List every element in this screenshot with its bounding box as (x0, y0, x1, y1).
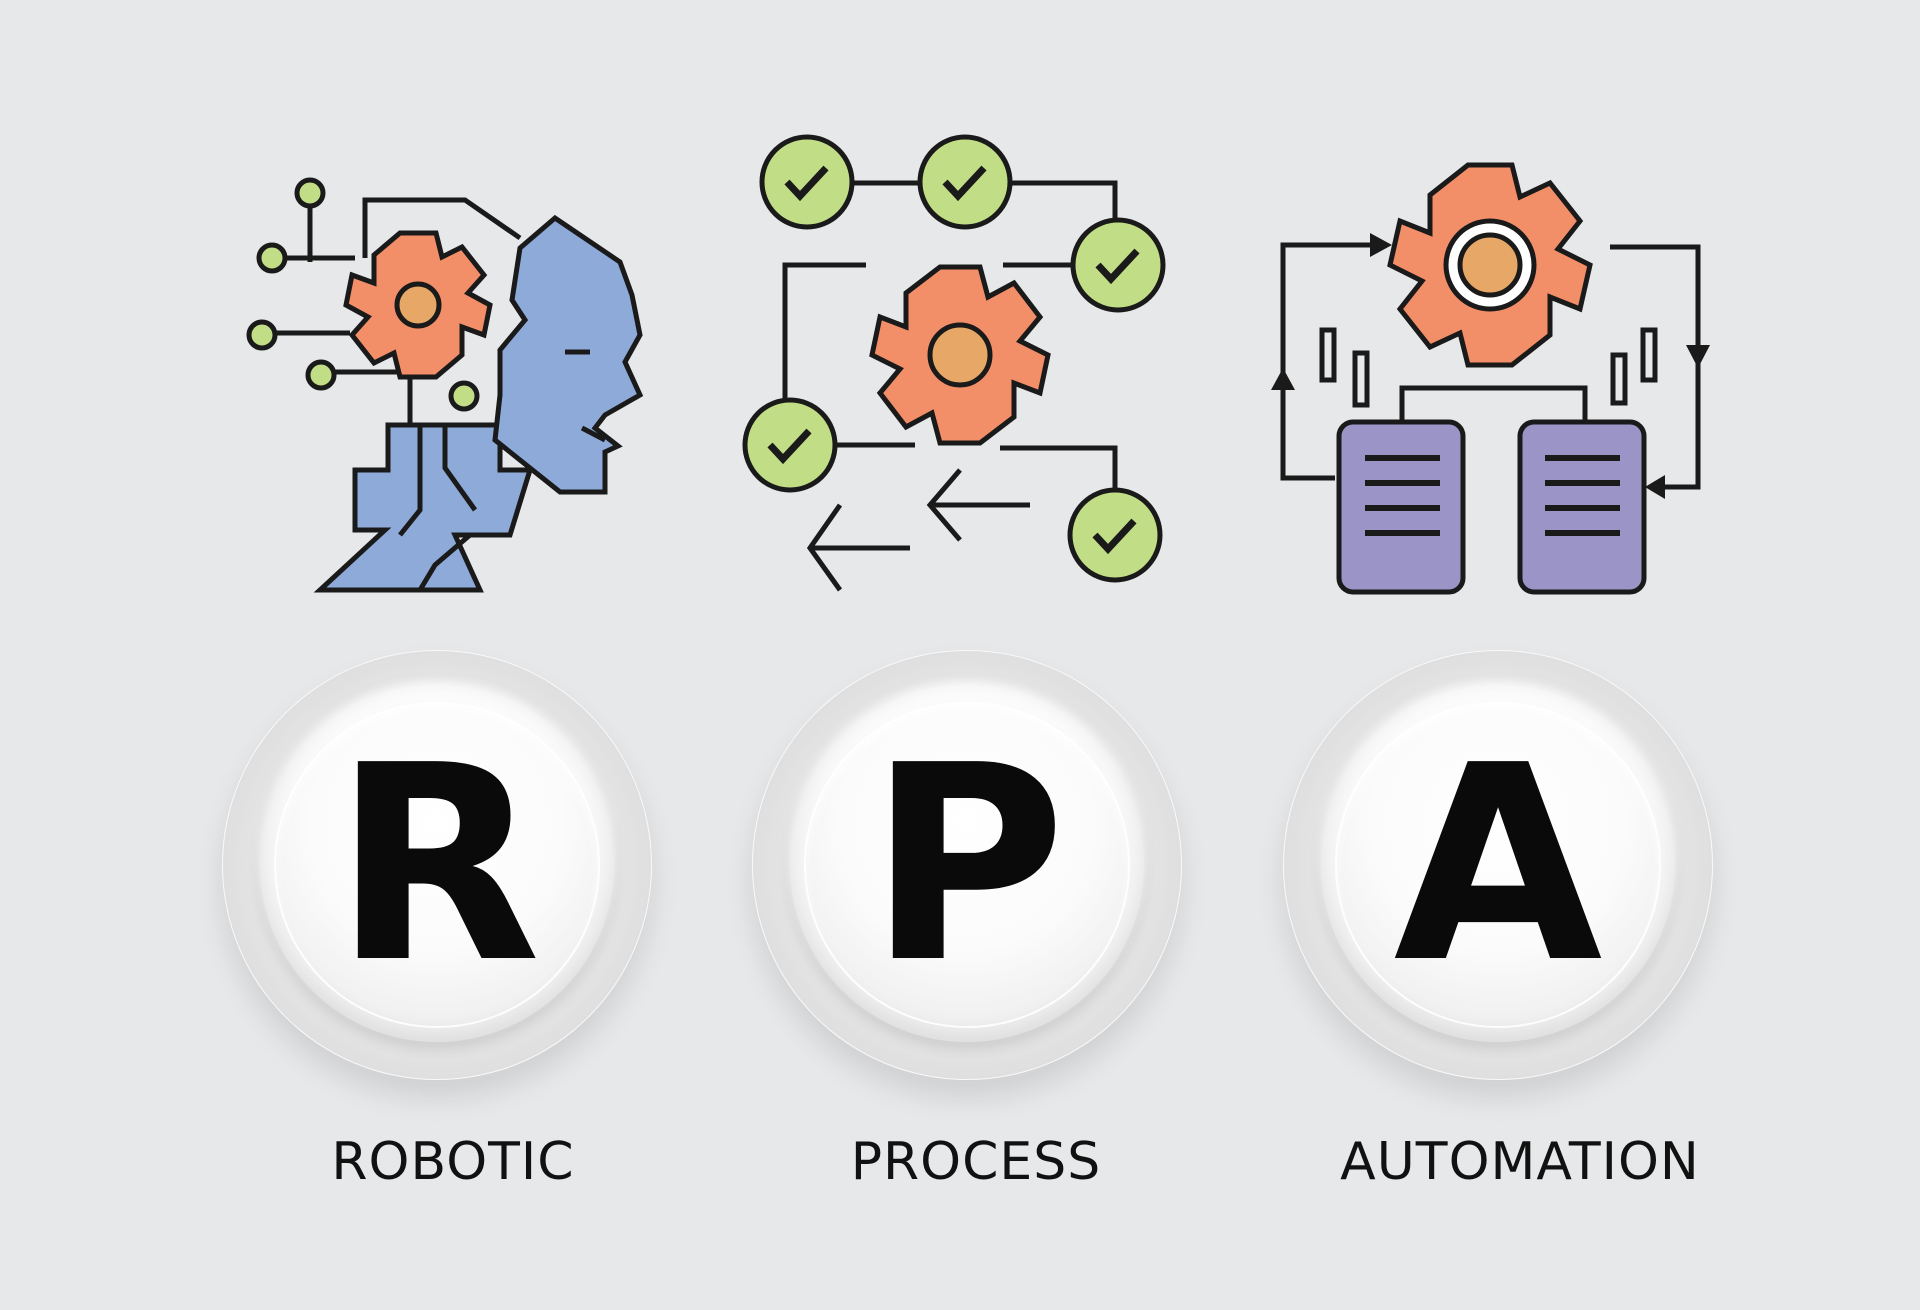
caption-process: PROCESS (850, 1132, 1102, 1192)
letter-a: A (1393, 707, 1603, 1022)
p-button[interactable]: P (752, 650, 1182, 1080)
letter-r: R (333, 707, 541, 1022)
ai-head-gear-icon (246, 177, 644, 593)
a-button-face: A (1321, 688, 1675, 1042)
letter-p: P (868, 707, 1066, 1022)
caption-automation: AUTOMATION (1340, 1132, 1700, 1192)
r-button[interactable]: R (222, 650, 652, 1080)
process-flow-checks-icon (742, 134, 1166, 592)
caption-robotic: ROBOTIC (331, 1132, 575, 1192)
r-button-face: R (260, 688, 614, 1042)
a-button[interactable]: A (1283, 650, 1713, 1080)
p-button-face: P (790, 688, 1144, 1042)
gear-servers-cycle-icon (1271, 162, 1710, 595)
